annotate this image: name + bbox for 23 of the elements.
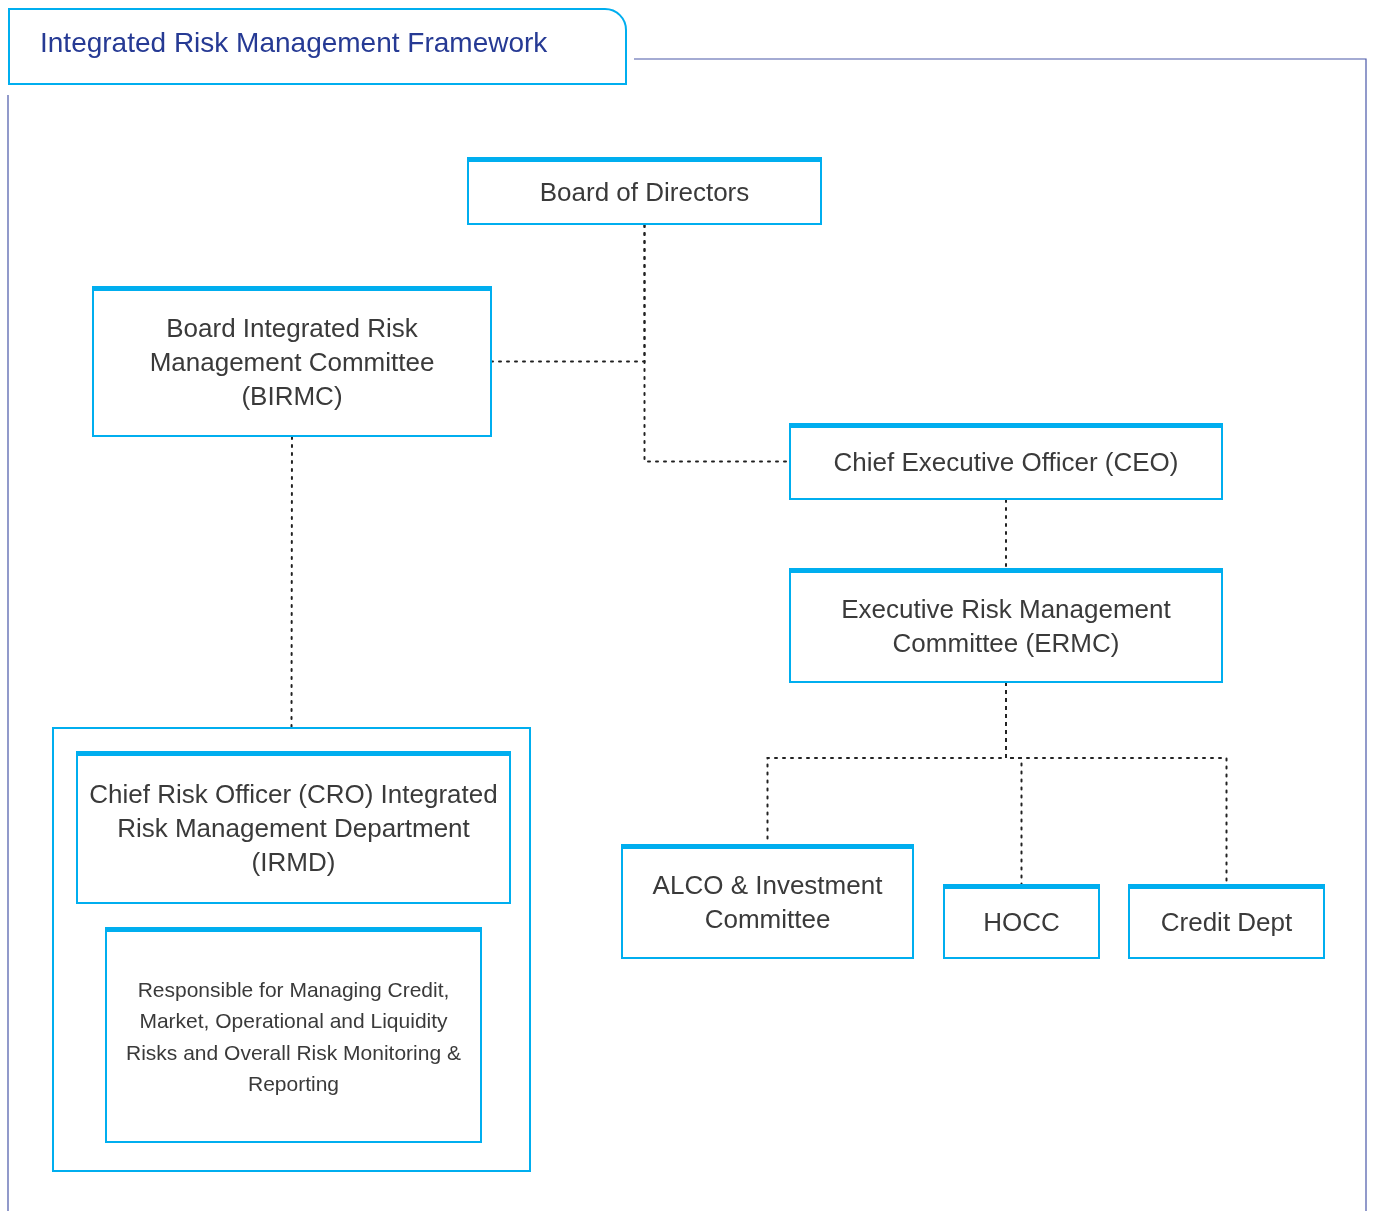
group-box bbox=[52, 727, 531, 1172]
org-box bbox=[621, 844, 914, 959]
org-box bbox=[943, 884, 1100, 959]
title: Integrated Risk Management Framework bbox=[40, 27, 548, 59]
box-label: ALCO & Investment Committee bbox=[651, 869, 884, 936]
box-label: Chief Risk Officer (CRO) Integrated Risk Management Department (IRMD) bbox=[88, 778, 499, 879]
box-label: Board of Directors bbox=[538, 175, 751, 209]
box-label: Executive Risk Management Committee (ERMC) bbox=[840, 593, 1172, 660]
org-box bbox=[1128, 884, 1325, 959]
box-label: HOCC bbox=[982, 906, 1061, 940]
box-label: Credit Dept bbox=[1159, 906, 1294, 940]
org-box bbox=[105, 927, 482, 1143]
description: Responsible for Managing Credit, Market, Operational and Liquidity Risks and Overall Risk Monitoring & Reporting bbox=[125, 976, 462, 1097]
org-box bbox=[789, 568, 1223, 683]
box-label: Board Integrated Risk Management Committee (BIRMC) bbox=[148, 312, 436, 413]
org-box bbox=[92, 286, 492, 437]
connector-line bbox=[491, 224, 646, 363]
org-box bbox=[789, 423, 1223, 500]
org-box bbox=[467, 157, 822, 225]
org-box bbox=[76, 751, 511, 904]
connector-line bbox=[290, 436, 293, 728]
connector-line bbox=[1005, 499, 1007, 569]
box-label: Chief Executive Officer (CEO) bbox=[832, 446, 1180, 480]
